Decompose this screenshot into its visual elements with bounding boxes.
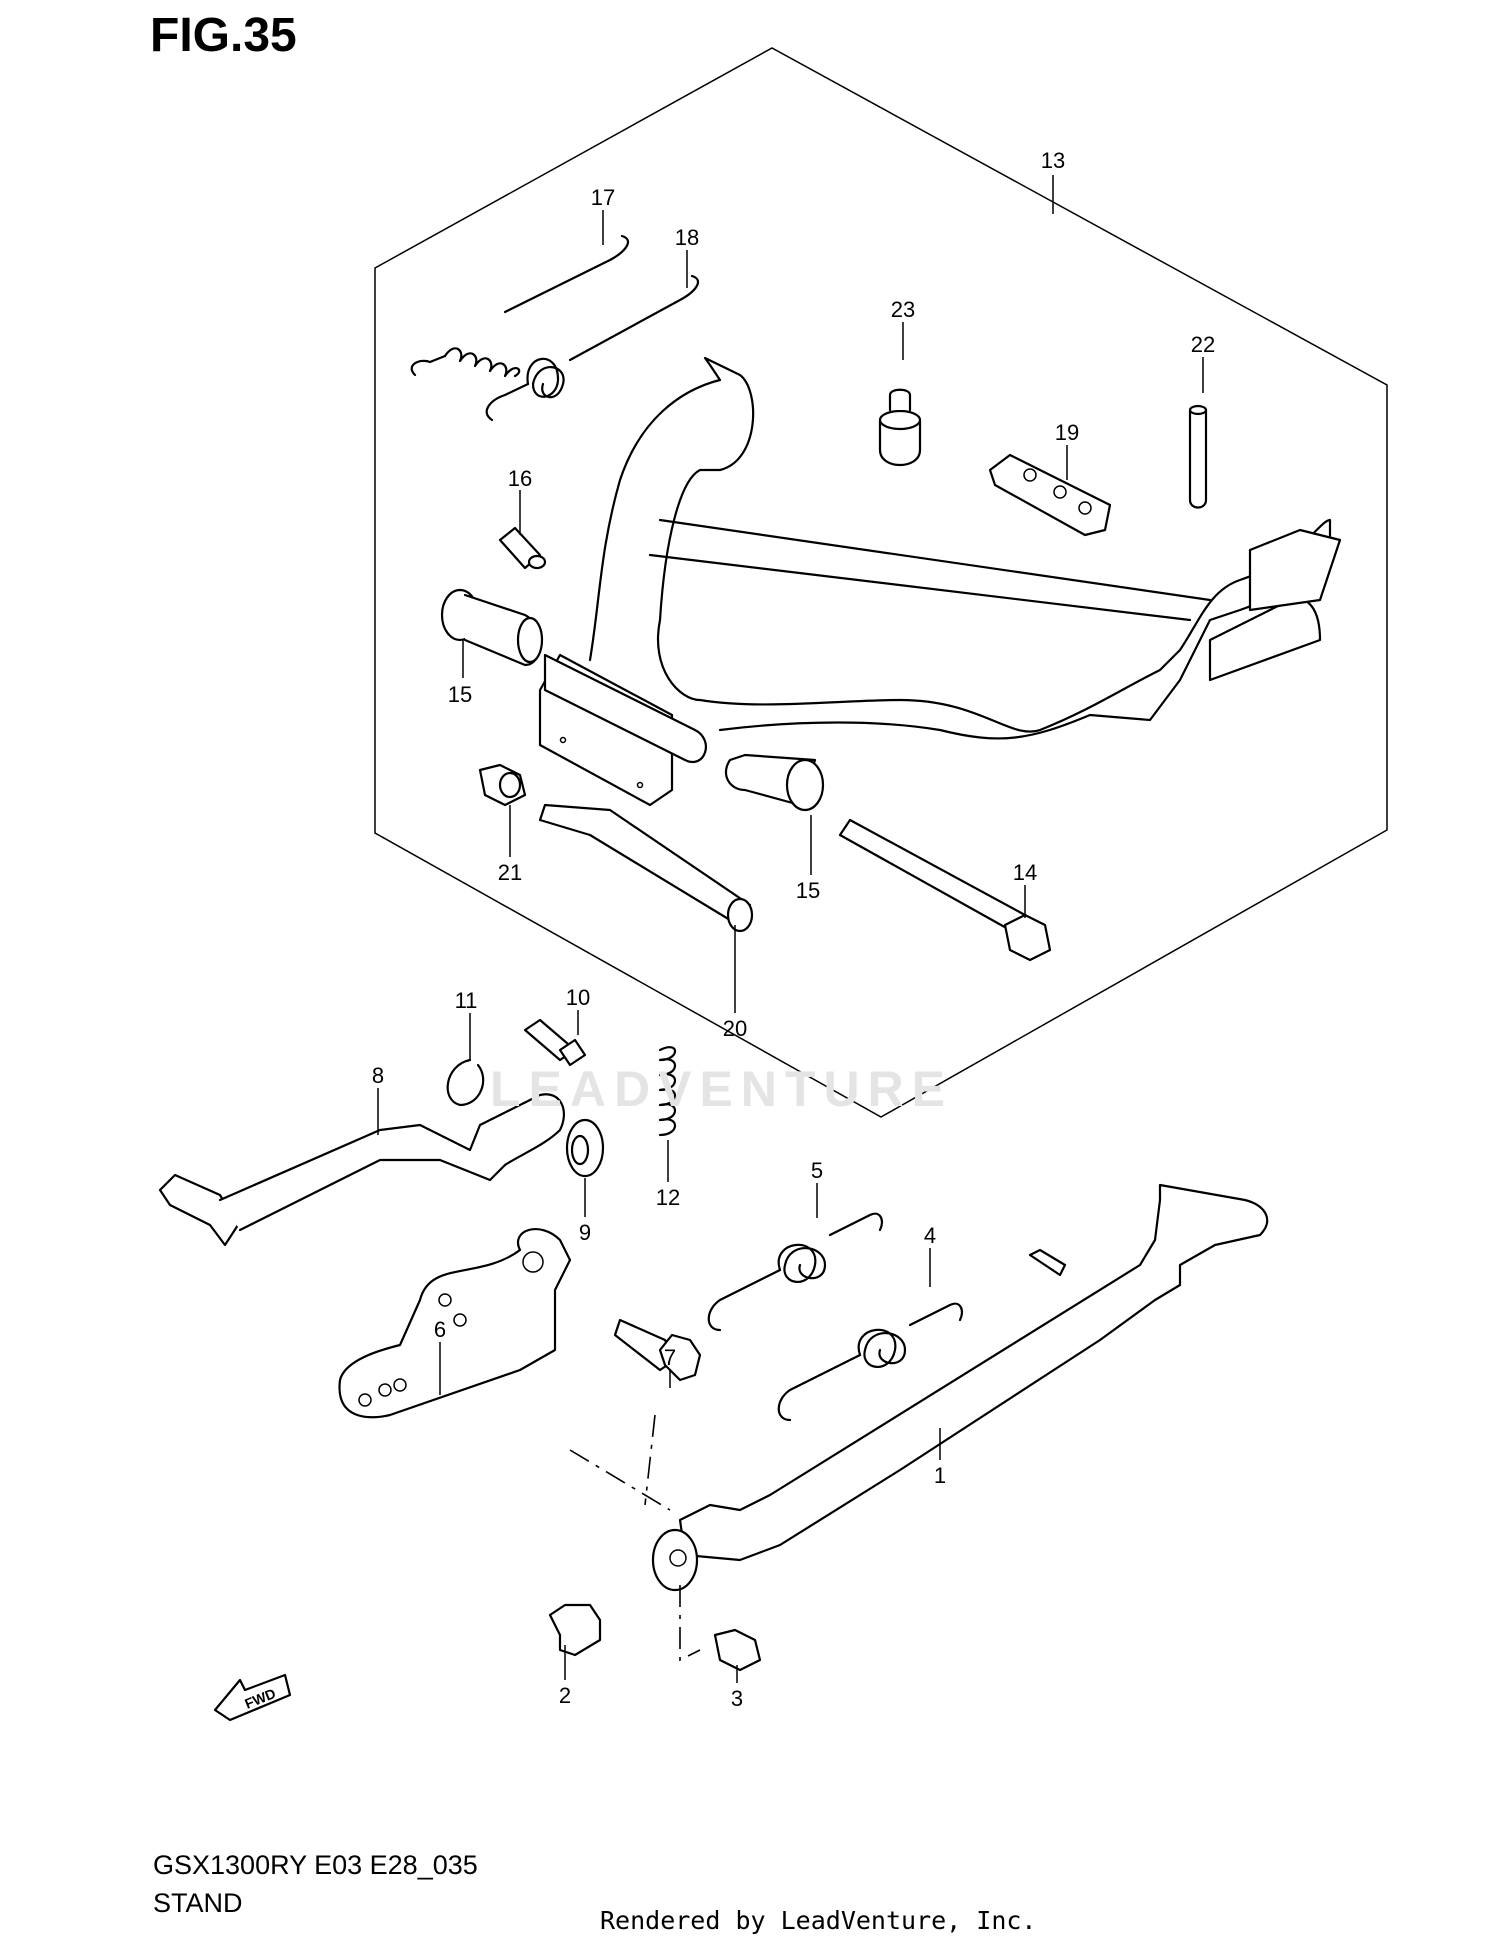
part-7-bolt[interactable]: [613, 1318, 702, 1382]
part-17-spring[interactable]: [410, 234, 629, 378]
callout-10: 10: [566, 985, 590, 1010]
callout-1: 1: [934, 1463, 946, 1488]
callout-19: 19: [1055, 420, 1079, 445]
fwd-arrow-icon: FWD: [213, 1673, 292, 1722]
callout-11: 11: [455, 988, 478, 1013]
part-3-nut[interactable]: [713, 1628, 762, 1672]
figure-title: FIG.35: [150, 9, 297, 62]
callout-4: 4: [924, 1223, 936, 1248]
part-12-spring[interactable]: [658, 1046, 677, 1137]
part-15-bushing-upper[interactable]: [440, 588, 544, 667]
callout-14: 14: [1013, 860, 1037, 885]
assembly-line: [569, 1414, 701, 1662]
part-10-bolt[interactable]: [523, 1018, 587, 1067]
callout-23: 23: [891, 297, 915, 322]
callout-3: 3: [731, 1686, 743, 1711]
part-2-bolt[interactable]: [548, 1603, 602, 1657]
callout-16: 16: [508, 466, 532, 491]
callout-12: 12: [656, 1185, 680, 1210]
section-name: STAND: [153, 1888, 243, 1918]
callout-9: 9: [579, 1220, 591, 1245]
callout-5: 5: [811, 1158, 823, 1183]
callout-2: 2: [559, 1683, 571, 1708]
part-15-bushing-lower[interactable]: [724, 753, 825, 812]
callout-22: 22: [1191, 332, 1215, 357]
part-8-brake-pedal[interactable]: [158, 1093, 565, 1247]
callout-7: 7: [664, 1345, 676, 1370]
part-1-side-stand[interactable]: [651, 1183, 1269, 1592]
callout-labels: 13 17 18 23 22 19 16 15 15 21 14 20 11 1…: [372, 148, 1215, 1711]
part-11-circlip[interactable]: [446, 1058, 485, 1107]
part-21-nut[interactable]: [478, 763, 527, 807]
callout-15-upper: 15: [448, 682, 472, 707]
part-14-bolt[interactable]: [838, 818, 1052, 962]
callout-13: 13: [1041, 148, 1065, 173]
footer-credit: Rendered by LeadVenture, Inc.: [600, 1906, 1037, 1935]
part-13-center-stand[interactable]: [538, 356, 1342, 807]
callout-17: 17: [591, 185, 615, 210]
callout-21: 21: [498, 860, 522, 885]
callout-20: 20: [723, 1016, 747, 1041]
callout-18: 18: [675, 225, 699, 250]
part-20-shaft[interactable]: [538, 803, 754, 933]
part-22-pin[interactable]: [1188, 404, 1208, 509]
part-9-washer[interactable]: [565, 1118, 605, 1178]
callout-leaders: [377, 175, 1204, 1683]
watermark: LEADVENTURE: [490, 1061, 954, 1117]
part-16-grease-nipple[interactable]: [498, 526, 547, 570]
part-5-spring[interactable]: [707, 1212, 884, 1332]
part-6-footrest-bracket[interactable]: [338, 1228, 572, 1419]
part-18-spring[interactable]: [485, 274, 699, 422]
part-4-spring[interactable]: [777, 1302, 964, 1422]
callout-15-lower: 15: [796, 878, 820, 903]
callout-6: 6: [434, 1317, 446, 1342]
model-code: GSX1300RY E03 E28_035: [153, 1850, 478, 1880]
part-23-rubber-cap[interactable]: [878, 388, 922, 466]
part-19-plate[interactable]: [988, 453, 1112, 537]
callout-8: 8: [372, 1063, 384, 1088]
assembly-13-boundary: [374, 47, 1388, 1118]
